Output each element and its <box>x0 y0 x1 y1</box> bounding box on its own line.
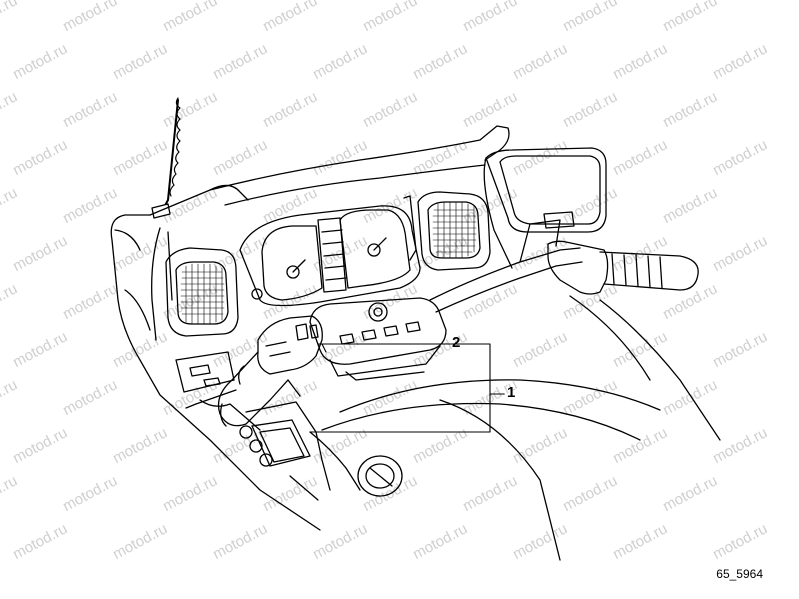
callout-2: 2 <box>452 334 461 351</box>
mirror <box>483 147 607 269</box>
callout-1: 1 <box>507 384 516 401</box>
figure-id: 65_5964 <box>716 567 763 581</box>
instrument-cluster <box>239 205 421 307</box>
handlebar <box>429 211 699 313</box>
right-speaker <box>403 191 491 271</box>
fairing <box>110 125 510 531</box>
tank-contour <box>321 295 721 561</box>
left-grip-assembly <box>185 315 323 427</box>
center-switch-box <box>309 297 447 381</box>
leader-lines <box>309 343 505 433</box>
left-speaker <box>165 247 239 337</box>
antenna <box>151 97 181 219</box>
fuel-cap <box>357 455 403 497</box>
